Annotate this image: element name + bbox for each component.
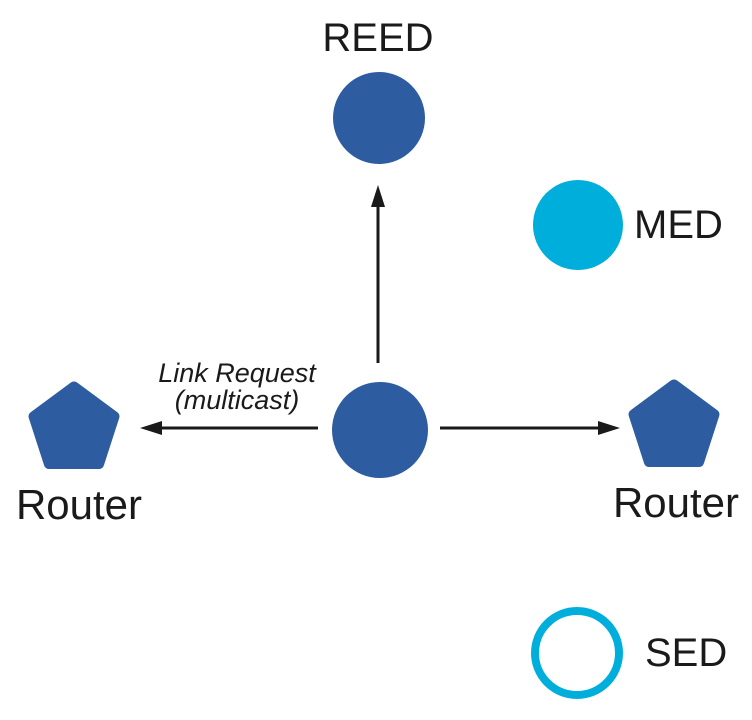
med-node-circle (533, 180, 623, 270)
sed-node-circle (531, 607, 623, 699)
arrow-right-to-router (440, 421, 620, 435)
link-request-annotation-line2: (multicast) (174, 385, 300, 415)
link-request-annotation-line1: Link Request (158, 358, 316, 388)
arrow-right-head-icon (598, 421, 620, 435)
reed-label: REED (322, 16, 434, 60)
router-right-pentagon (628, 379, 720, 467)
med-label: MED (634, 203, 723, 247)
reed-node-circle (333, 72, 425, 164)
arrow-left-to-router (140, 421, 318, 435)
link-request-annotation: Link Request (multicast) (107, 360, 367, 414)
router-right-label: Router (612, 479, 740, 526)
sed-label: SED (645, 631, 728, 675)
arrow-up-head-icon (371, 185, 385, 207)
router-left-pentagon (28, 381, 120, 469)
center-node-circle (332, 382, 428, 478)
arrow-left-head-icon (140, 421, 162, 435)
router-left-label: Router (15, 481, 143, 528)
arrow-up-to-reed (371, 185, 385, 363)
